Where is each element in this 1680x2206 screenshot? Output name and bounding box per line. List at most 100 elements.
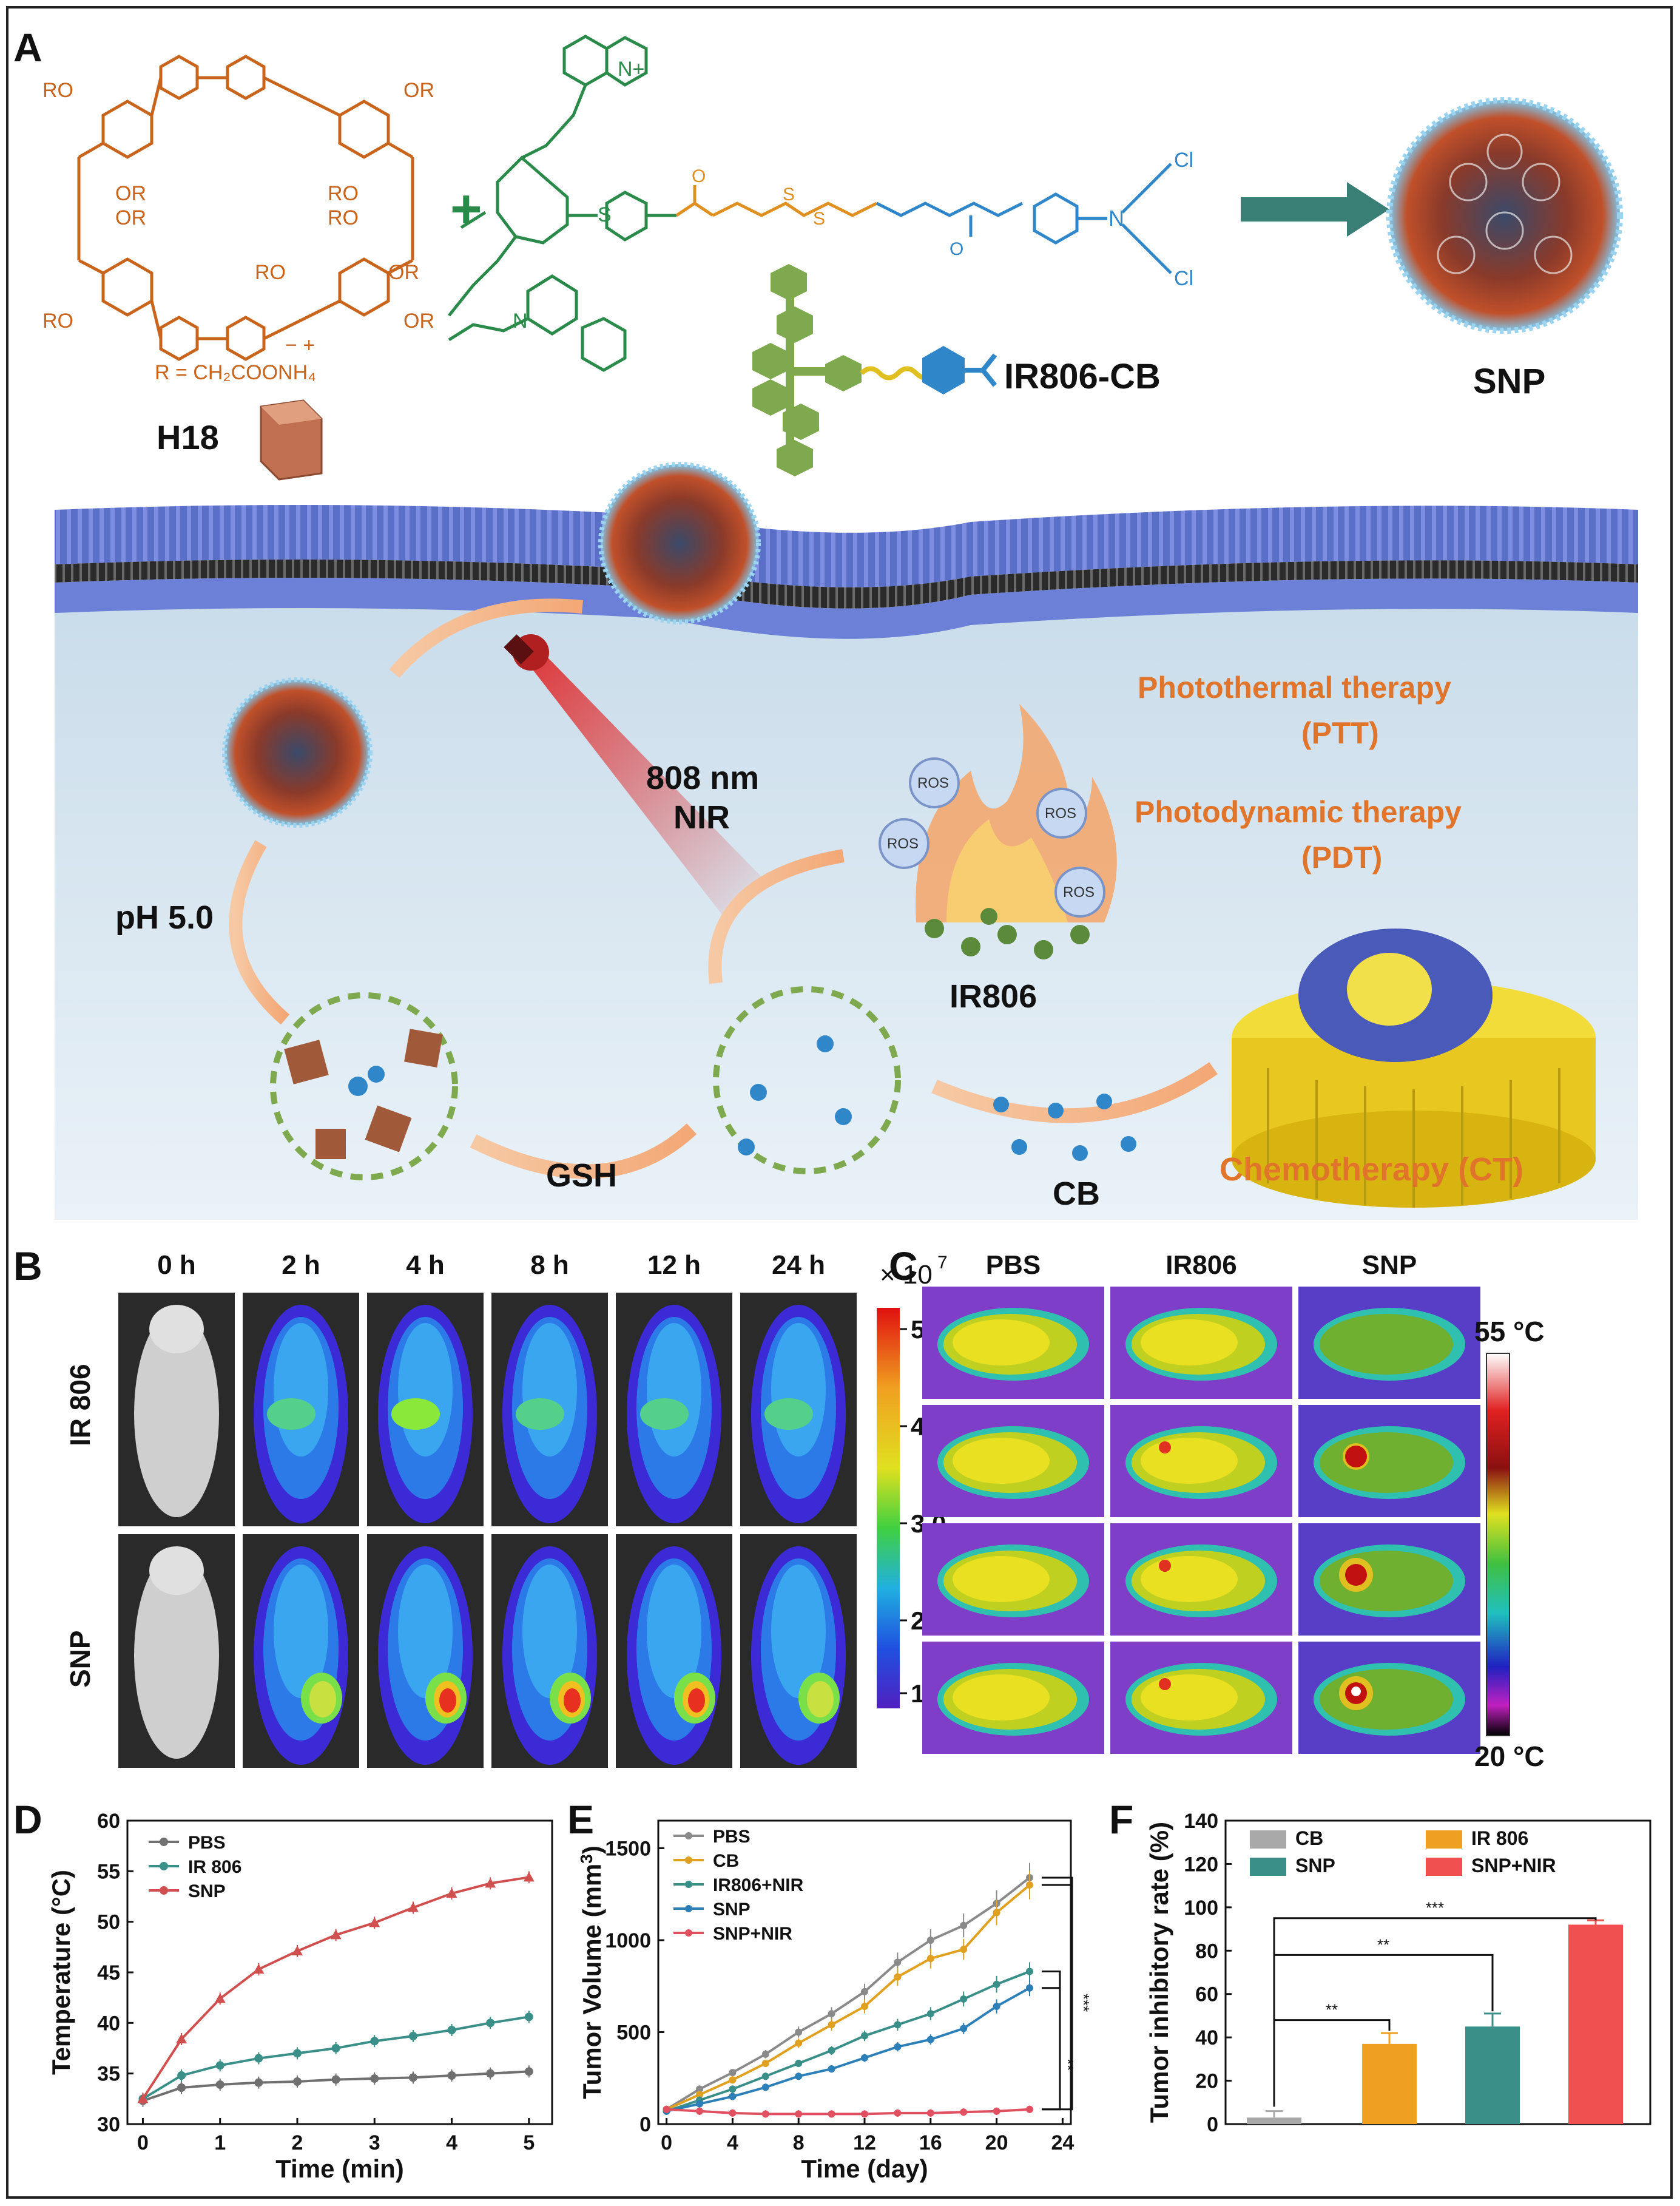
significance-bracket — [1042, 1970, 1061, 2111]
legend-label: CB — [1295, 1827, 1323, 1849]
data-point — [828, 2046, 835, 2054]
data-point — [861, 2110, 868, 2118]
data-point — [729, 2069, 737, 2077]
hotspot — [1159, 1441, 1171, 1453]
o-atom-label: O — [692, 166, 706, 186]
data-point — [254, 2078, 263, 2087]
mouse-body — [134, 1552, 219, 1759]
panel-label-a: A — [13, 25, 42, 70]
s-atom-label: S — [783, 184, 795, 205]
x-tick-label: 5 — [523, 2131, 535, 2154]
gsh-arrow — [470, 1123, 697, 1179]
h18-label: H18 — [157, 418, 219, 456]
laser-source — [504, 634, 764, 922]
y-tick-label: 30 — [97, 2113, 120, 2136]
data-point — [177, 2071, 186, 2080]
cb-release-arrow — [931, 1062, 1218, 1123]
signal-hotspot — [439, 1688, 456, 1713]
signal-hotspot — [764, 1398, 813, 1430]
mouse-image — [491, 1534, 608, 1768]
ph-arrow — [229, 840, 290, 1025]
x-tick-label: 0 — [137, 2131, 149, 2154]
bar — [1568, 1924, 1623, 2124]
legend-swatch — [1250, 1830, 1286, 1849]
data-point — [761, 2050, 769, 2058]
ro-label: RO — [42, 310, 73, 333]
uptake-arrow — [389, 598, 584, 678]
data-point — [215, 2080, 224, 2089]
data-point — [1026, 2105, 1033, 2113]
thermal-image — [1298, 1405, 1480, 1517]
x-tick-label: 8 — [793, 2131, 805, 2154]
laser-wavelength: 808 nm — [646, 760, 759, 796]
h18-structure — [77, 55, 414, 361]
row-header: SNP — [64, 1629, 96, 1688]
thermal-image — [1110, 1405, 1292, 1517]
mouse-image — [367, 1534, 484, 1768]
legend-label: CB — [713, 1851, 739, 1871]
data-point — [926, 2035, 934, 2043]
bar — [1465, 2026, 1520, 2124]
data-point — [993, 2003, 1000, 2011]
data-point — [696, 2091, 703, 2099]
n-plus-label: N+ — [618, 58, 644, 81]
data-point — [861, 2032, 868, 2040]
legend-label: SNP — [1295, 1855, 1335, 1876]
thermal-image — [1298, 1287, 1480, 1399]
ros-label: ROS — [887, 836, 919, 852]
x-tick-label: 16 — [919, 2131, 942, 2154]
data-point — [926, 2109, 934, 2117]
h18-cartoon — [260, 399, 323, 481]
panel-label-c: C — [889, 1243, 918, 1288]
data-point — [254, 2054, 263, 2063]
data-point — [524, 2067, 533, 2076]
gsh-label: GSH — [546, 1157, 617, 1194]
signal-hotspot — [564, 1688, 581, 1713]
data-point — [761, 2110, 769, 2118]
mouse-heat-core — [1141, 1438, 1238, 1484]
ir806-cb-cartoon — [752, 264, 997, 476]
data-point — [993, 1980, 1000, 1988]
thermal-image — [1110, 1523, 1292, 1636]
hotspot — [1345, 1446, 1367, 1467]
data-point — [137, 2093, 149, 2103]
legend-swatch — [1426, 1858, 1462, 1876]
time-header: 12 h — [647, 1250, 701, 1280]
linker-structure — [675, 185, 878, 217]
data-point — [926, 2010, 934, 2018]
data-point — [960, 1921, 968, 1929]
data-point — [253, 1964, 265, 1974]
x-axis-label: Time (min) — [275, 2154, 404, 2183]
x-axis-label: Time (day) — [801, 2154, 928, 2183]
x-tick-label: 20 — [985, 2131, 1008, 2154]
legend-marker — [685, 1832, 692, 1839]
cell-membrane-bottom — [55, 578, 1638, 639]
data-point — [293, 2049, 302, 2058]
ir806-ros-flame — [879, 704, 1117, 959]
data-point — [960, 1946, 968, 1954]
y-tick-label: 0 — [639, 2113, 651, 2136]
data-point — [369, 1917, 380, 1927]
data-point — [795, 2028, 803, 2036]
data-point — [524, 2012, 533, 2022]
series-line — [666, 2108, 1030, 2116]
ros-label: ROS — [1063, 884, 1095, 901]
series-line — [666, 1970, 1030, 2113]
snp-on-membrane — [598, 462, 761, 624]
mouse-head — [149, 1305, 204, 1353]
signal-region — [522, 1323, 577, 1457]
data-point — [330, 1929, 342, 1940]
or-label: OR — [115, 206, 146, 229]
ptt-abbrev: (PTT) — [1301, 716, 1379, 750]
thermal-image — [922, 1523, 1104, 1636]
y-tick-label: 20 — [1195, 2070, 1218, 2093]
legend-label: IR 806 — [188, 1857, 241, 1877]
r-definition: R = CH₂COONH₄ — [155, 361, 316, 384]
cluster-ph — [270, 992, 458, 1180]
thermal-image — [922, 1642, 1104, 1754]
legend-label: IR 806 — [1471, 1827, 1528, 1849]
mouse-image — [243, 1534, 359, 1768]
time-header: 4 h — [406, 1250, 445, 1280]
